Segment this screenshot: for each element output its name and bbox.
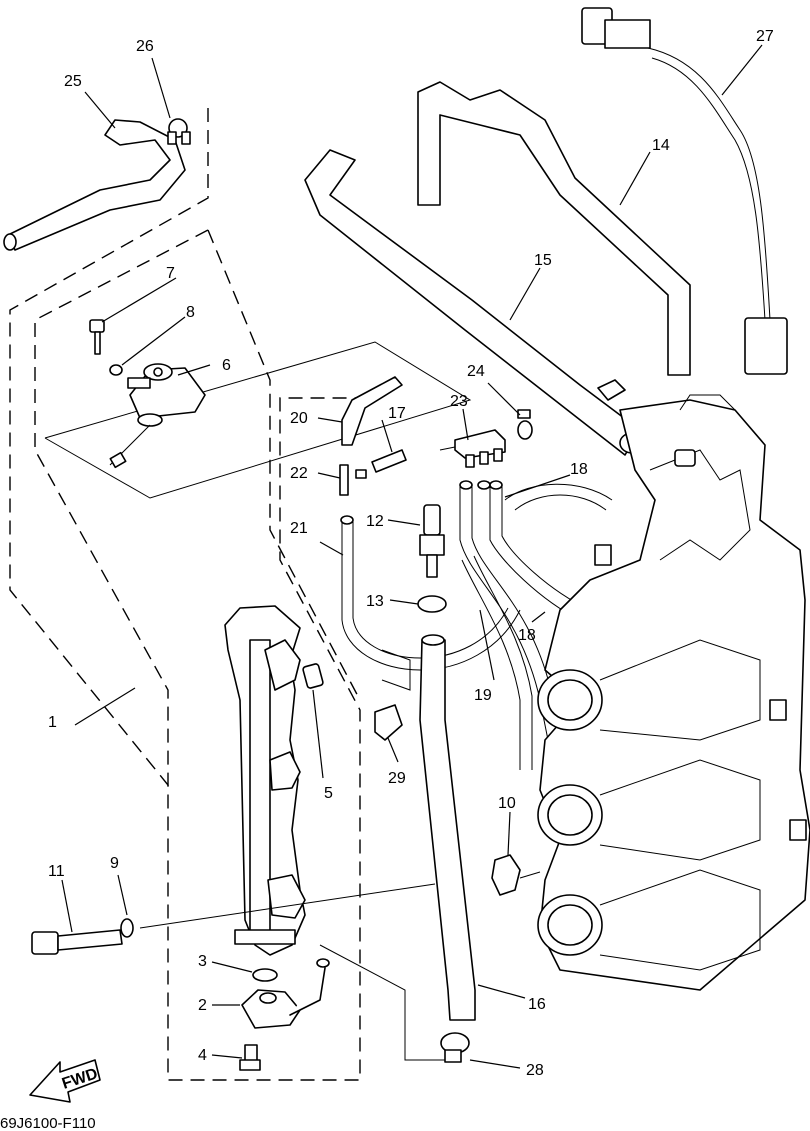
label-part-19: 19: [474, 687, 492, 704]
part-25-hose: [3, 119, 186, 251]
leader-lines: [61, 44, 763, 1069]
forward-direction-arrow: FWD: [29, 1059, 101, 1103]
label-part-3: 3: [198, 953, 207, 970]
label-part-28: 28: [526, 1062, 544, 1079]
label-part-8: 8: [186, 304, 195, 321]
label-part-1: 1: [48, 714, 57, 731]
label-part-2: 2: [198, 997, 207, 1014]
label-part-17: 17: [388, 405, 406, 422]
part-24-clamp: [517, 409, 533, 440]
label-part-18-upper: 18: [570, 461, 588, 478]
label-part-29: 29: [388, 770, 406, 787]
part-20-hose: [341, 376, 403, 446]
part-29-clip: [374, 649, 411, 741]
part-2-fitting: [241, 958, 330, 1029]
label-part-26: 26: [136, 38, 154, 55]
part-5-plug: [284, 639, 324, 689]
label-part-15: 15: [534, 252, 552, 269]
part-16-hose: [419, 634, 476, 1021]
label-part-5: 5: [324, 785, 333, 802]
label-part-14: 14: [652, 137, 670, 154]
label-part-16: 16: [528, 996, 546, 1013]
label-part-20: 20: [290, 410, 308, 427]
part-4-bolt: [239, 1044, 261, 1071]
part-8-o-ring: [109, 364, 123, 376]
diagram-code: 69J6100-F110: [0, 1115, 96, 1131]
label-part-6: 6: [222, 357, 231, 374]
part-23-joint: [439, 429, 506, 468]
label-part-18-lower: 18: [518, 627, 536, 644]
part-27-harness: [581, 7, 788, 375]
part-14-hose: [417, 81, 691, 376]
part-11-bolt: [31, 929, 123, 955]
part-7-screw: [89, 319, 105, 355]
part-6-pressure-regulator: [109, 363, 206, 469]
assembly-boundary-lines: [9, 108, 472, 1081]
part-17-hose: [371, 449, 407, 473]
throttle-body-assembly: [537, 394, 810, 991]
label-part-11: 11: [48, 863, 65, 880]
label-part-23: 23: [450, 393, 468, 410]
part-12-fitting: [419, 504, 445, 578]
label-part-12: 12: [366, 513, 384, 530]
label-part-9: 9: [110, 855, 119, 872]
label-part-13: 13: [366, 593, 384, 610]
part-22-fitting: [339, 464, 367, 496]
part-26-clamp: [167, 118, 191, 145]
label-part-24: 24: [467, 363, 485, 380]
part-1-fuel-rail: [224, 605, 306, 956]
part-number-labels: 1 2 3 4 5 6 7 8 9 10 11 12 13 14 15 16 1…: [48, 28, 774, 1079]
label-part-21: 21: [290, 520, 308, 537]
part-13-clamp: [417, 595, 447, 613]
label-part-7: 7: [166, 265, 175, 282]
label-part-4: 4: [198, 1047, 207, 1064]
part-3-o-ring: [252, 968, 278, 982]
part-28-clamp: [440, 1032, 470, 1063]
label-part-22: 22: [290, 465, 308, 482]
part-10-sensor: [491, 854, 541, 896]
part-19-hose: [461, 555, 533, 770]
part-21-hose: [340, 515, 521, 671]
label-part-25: 25: [64, 73, 82, 90]
part-9-washer: [120, 918, 134, 938]
label-part-10: 10: [498, 795, 516, 812]
label-part-27: 27: [756, 28, 774, 45]
